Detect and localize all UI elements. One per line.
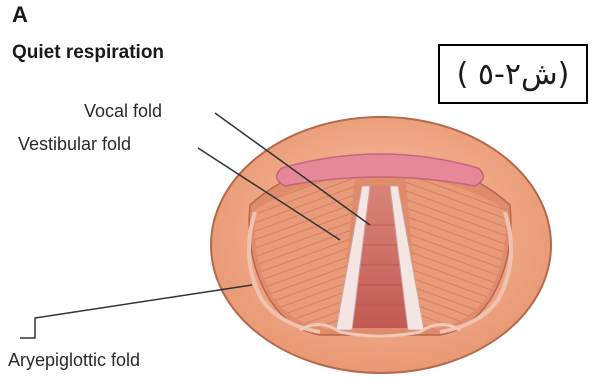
vestibular-fold-label: Vestibular fold <box>18 134 131 155</box>
aryepiglottic-fold-label: Aryepiglottic fold <box>8 350 140 371</box>
vocal-fold-label: Vocal fold <box>84 101 162 122</box>
aryepiglottic-fold-leader-line <box>20 285 252 338</box>
